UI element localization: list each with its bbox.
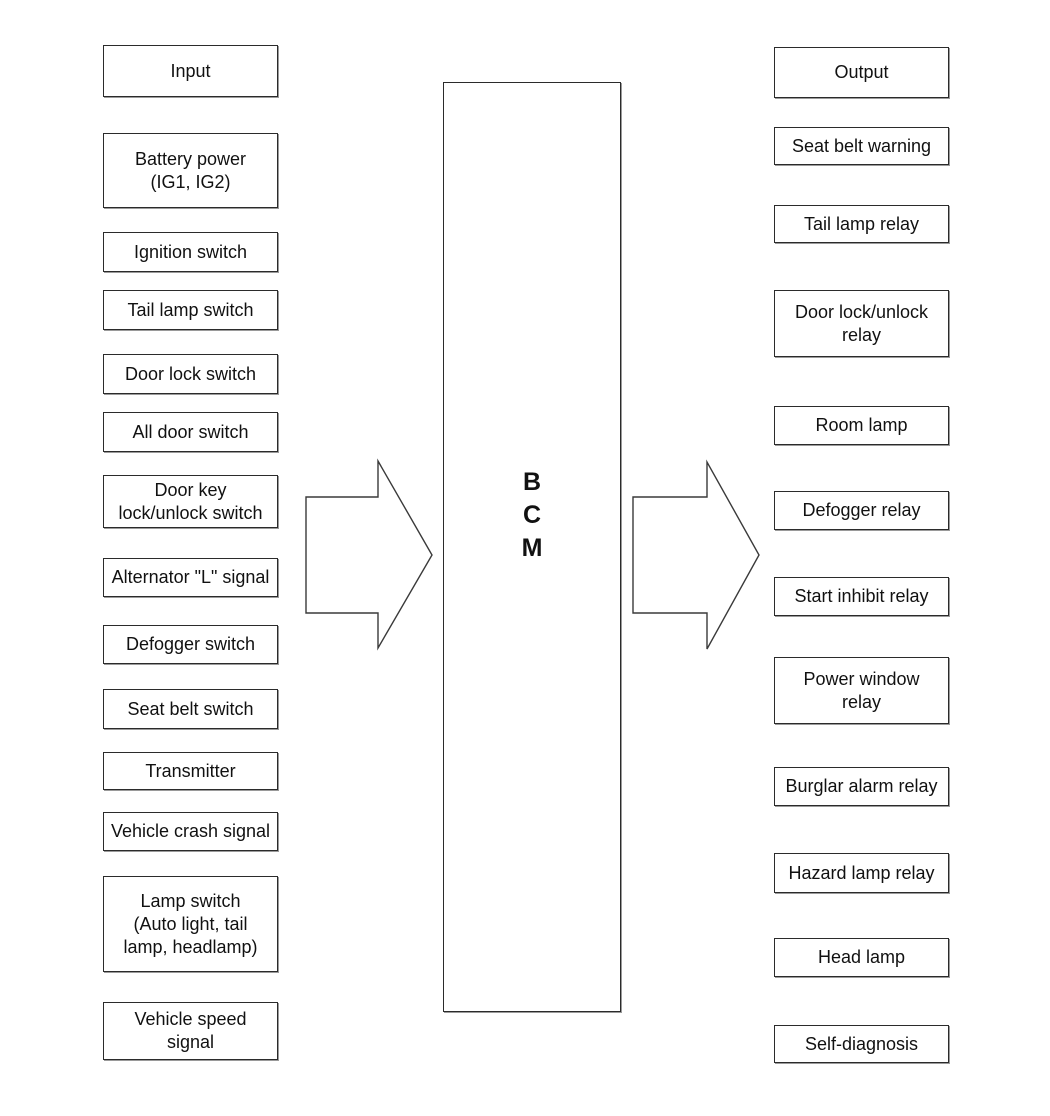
input-box-ignition-switch: Ignition switch <box>103 232 278 272</box>
output-box-defogger-relay: Defogger relay <box>774 491 949 530</box>
input-box-seat-belt-switch: Seat belt switch <box>103 689 278 729</box>
output-box-hazard-lamp-relay: Hazard lamp relay <box>774 853 949 893</box>
input-box-transmitter: Transmitter <box>103 752 278 790</box>
output-box-room-lamp: Room lamp <box>774 406 949 445</box>
output-box-tail-lamp-relay: Tail lamp relay <box>774 205 949 243</box>
input-arrow-icon <box>305 458 433 651</box>
input-box-door-key-lock-unlock: Door key lock/unlock switch <box>103 475 278 528</box>
output-box-power-window-relay: Power window relay <box>774 657 949 724</box>
input-box-door-lock-switch: Door lock switch <box>103 354 278 394</box>
output-arrow-icon <box>632 459 760 650</box>
output-box-seat-belt-warning: Seat belt warning <box>774 127 949 165</box>
output-box-start-inhibit-relay: Start inhibit relay <box>774 577 949 616</box>
input-box-vehicle-crash-signal: Vehicle crash signal <box>103 812 278 851</box>
input-header-box: Input <box>103 45 278 97</box>
bcm-label: B C M <box>521 468 543 562</box>
input-box-lamp-switch: Lamp switch (Auto light, tail lamp, head… <box>103 876 278 972</box>
input-box-tail-lamp-switch: Tail lamp switch <box>103 290 278 330</box>
output-box-burglar-alarm-relay: Burglar alarm relay <box>774 767 949 806</box>
input-box-defogger-switch: Defogger switch <box>103 625 278 664</box>
input-box-battery-power: Battery power (IG1, IG2) <box>103 133 278 208</box>
output-box-head-lamp: Head lamp <box>774 938 949 977</box>
bcm-block: B C M <box>443 82 621 1012</box>
output-box-door-lock-unlock-relay: Door lock/unlock relay <box>774 290 949 357</box>
input-box-vehicle-speed-signal: Vehicle speed signal <box>103 1002 278 1060</box>
output-header-box: Output <box>774 47 949 98</box>
output-box-self-diagnosis: Self-diagnosis <box>774 1025 949 1063</box>
input-box-all-door-switch: All door switch <box>103 412 278 452</box>
input-box-alternator-l-signal: Alternator "L" signal <box>103 558 278 597</box>
